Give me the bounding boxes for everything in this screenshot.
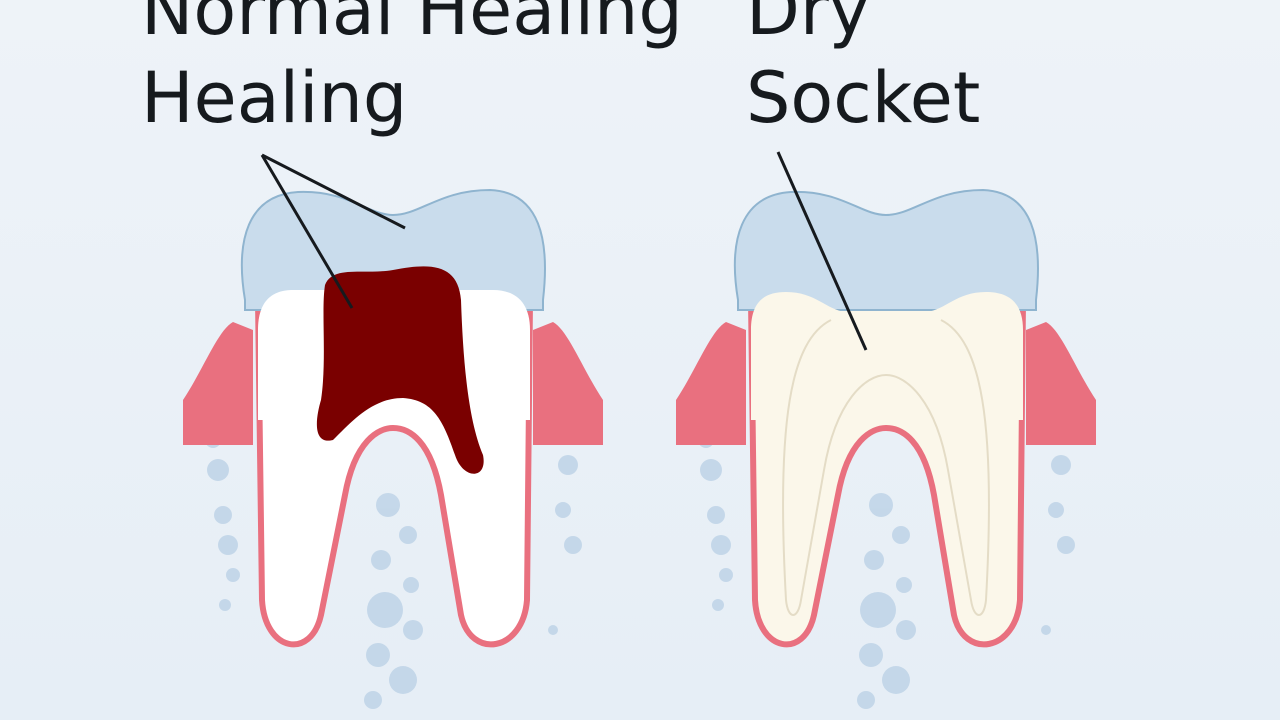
right-title-line1: Dry — [746, 0, 870, 51]
blood-clot — [316, 266, 484, 474]
tooth-crown — [733, 189, 1039, 311]
normal-healing-tooth — [183, 153, 603, 709]
pointer-lines — [776, 151, 868, 351]
dry-socket-tooth — [676, 151, 1096, 709]
pointer-lines — [260, 153, 406, 309]
left-title-line2: Healing — [141, 57, 407, 139]
gum-right — [1026, 322, 1096, 445]
gum-right — [533, 322, 603, 445]
gum-left — [676, 322, 746, 445]
exposed-bone — [751, 292, 1023, 420]
right-title-line2: Socket — [746, 57, 980, 139]
left-title-line1: Normal Healing — [141, 0, 683, 51]
root-canal-outline — [782, 319, 990, 616]
gum-left — [183, 322, 253, 445]
